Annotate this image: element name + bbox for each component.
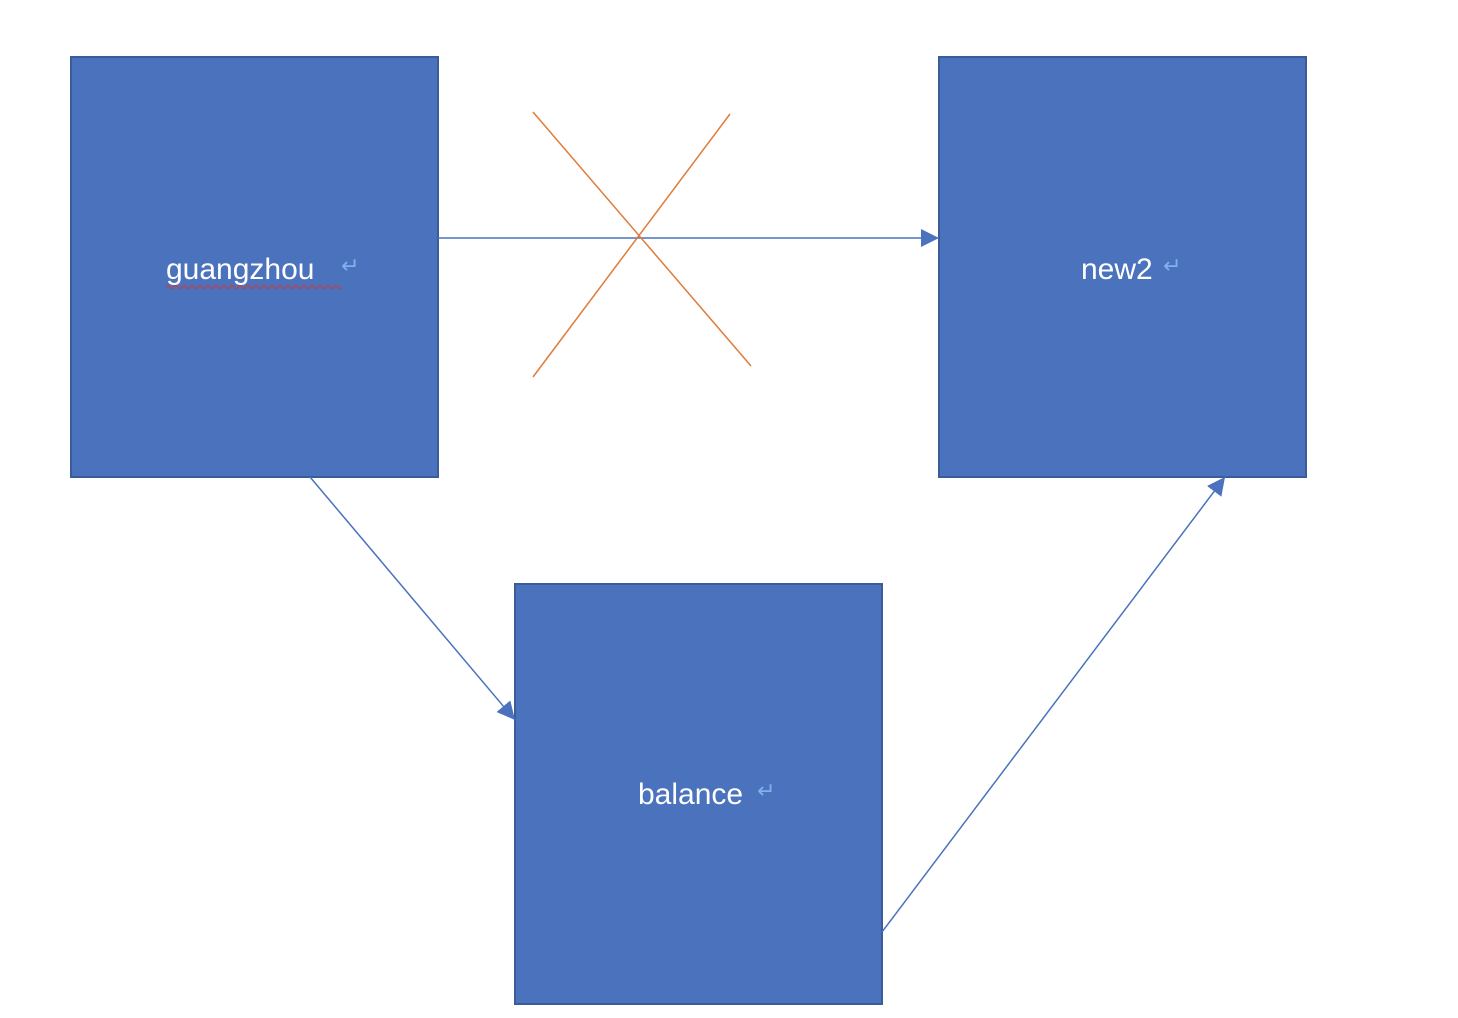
node-balance-box[interactable] [514, 583, 883, 1005]
node-balance-label-group: balance ↵ [638, 778, 775, 811]
node-new2-label-group: new2 ↵ [1081, 253, 1181, 286]
node-guangzhou-label: guangzhou [166, 253, 314, 286]
edge-guangzhou-to-balance[interactable] [309, 476, 516, 721]
node-guangzhou-label-group: guangzhou ↵ [165, 253, 359, 289]
edge-balance-to-new2[interactable] [881, 476, 1226, 933]
spellcheck-underline [165, 285, 343, 289]
return-mark-icon: ↵ [1163, 254, 1181, 279]
node-guangzhou-box[interactable] [70, 56, 439, 478]
blocked-cross-icon [532, 111, 752, 378]
return-mark-icon: ↵ [341, 254, 359, 279]
node-new2-label: new2 [1081, 253, 1153, 286]
node-new2-box[interactable] [938, 56, 1307, 478]
node-balance-label: balance [638, 778, 743, 811]
return-mark-icon: ↵ [757, 779, 775, 804]
